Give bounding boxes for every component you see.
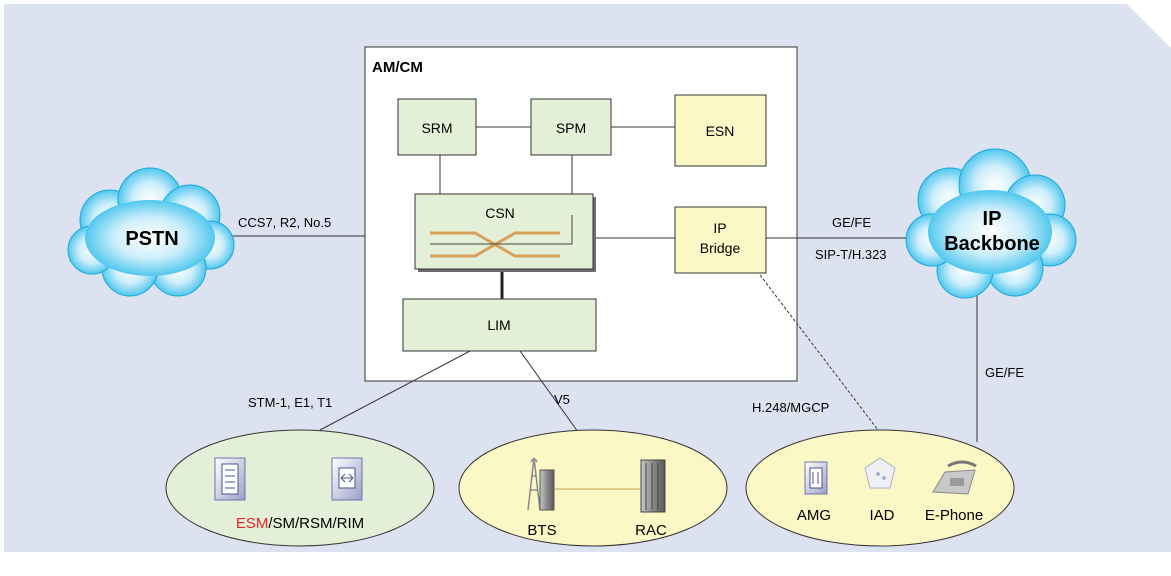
e-phone-icon xyxy=(932,460,977,495)
switching-module-icon xyxy=(214,457,246,501)
backbone-bottom-label: SIP-T/H.323 xyxy=(815,247,887,262)
csn-label: CSN xyxy=(485,205,515,221)
am-cm-title: AM/CM xyxy=(372,59,423,76)
switch-fabric-bracket xyxy=(430,215,573,245)
spm-module xyxy=(530,98,612,156)
ip-bridge-label-line2: Bridge xyxy=(700,240,741,256)
esm-group-label: ESM/SM/RSM/RIM xyxy=(236,515,364,532)
amg-icon xyxy=(804,461,828,495)
bts-rac-group-ellipse xyxy=(458,429,728,547)
bts-label: BTS xyxy=(527,522,556,539)
esm-highlight-text: ESM xyxy=(236,515,269,532)
ip-bridge-module xyxy=(674,206,767,274)
internal-links xyxy=(439,126,675,239)
bts-cabinet-icon xyxy=(539,469,555,511)
remote-module-icon xyxy=(331,457,363,501)
h248-dashed-link xyxy=(759,274,879,431)
backbone-top-label: GE/FE xyxy=(832,215,871,230)
esm-group: ESM/SM/RSM/RIM xyxy=(165,429,435,547)
spm-label: SPM xyxy=(556,120,586,136)
esn-module xyxy=(674,94,767,167)
ip-backbone-cloud: IP Backbone xyxy=(905,148,1077,299)
esn-label: ESN xyxy=(706,123,735,139)
srm-label: SRM xyxy=(421,120,452,136)
pstn-label: PSTN xyxy=(125,228,178,250)
stm-label: STM-1, E1, T1 xyxy=(248,395,332,410)
tower-icon xyxy=(527,457,541,511)
backbone-down-label: GE/FE xyxy=(985,365,1024,380)
ip-backbone-label-line2: Backbone xyxy=(944,233,1040,255)
external-links xyxy=(225,235,978,442)
v5-label: V5 xyxy=(554,392,570,407)
lim-label: LIM xyxy=(487,317,510,333)
esm-rest-text: /SM/RSM/RIM xyxy=(268,515,364,532)
pstn-link-label: CCS7, R2, No.5 xyxy=(238,215,331,230)
e-phone-label: E-Phone xyxy=(925,507,983,524)
srm-module xyxy=(397,98,477,156)
iad-icon xyxy=(864,457,896,489)
iad-label: IAD xyxy=(869,507,894,524)
pstn-cloud: PSTN xyxy=(67,167,235,297)
amg-label: AMG xyxy=(797,507,831,524)
lim-module xyxy=(402,298,597,352)
rac-label: RAC xyxy=(635,522,667,539)
rac-rack-icon xyxy=(640,459,666,513)
ip-bridge-label-line1: IP xyxy=(713,220,726,236)
ip-backbone-label-line1: IP xyxy=(983,208,1002,230)
access-devices-group: AMG IAD E-Phone xyxy=(745,429,1015,547)
h248-label: H.248/MGCP xyxy=(752,400,829,415)
bts-rac-group: BTS RAC xyxy=(458,429,728,547)
